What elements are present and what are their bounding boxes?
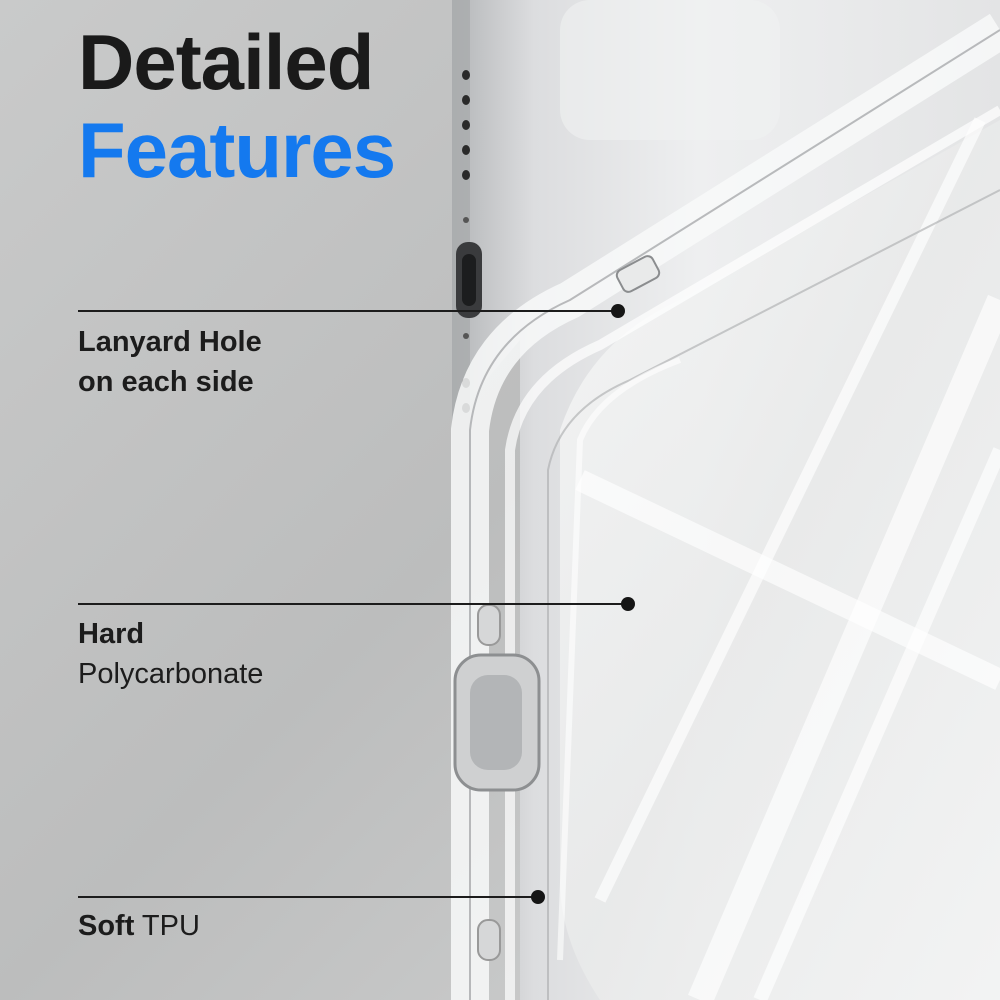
callout-hard-bold: Hard — [78, 618, 145, 650]
callout-line-hard — [78, 603, 628, 605]
callout-soft-bold: Soft — [78, 910, 135, 942]
lanyard-hole — [615, 255, 661, 293]
callout-lanyard-normal: on each side — [78, 366, 254, 398]
case-back-panel — [560, 120, 1000, 1000]
callout-label-hard: Hard Polycarbonate — [78, 614, 263, 694]
callout-line-lanyard — [78, 310, 618, 312]
headline: Detailed Features — [78, 18, 396, 194]
callout-soft-normal: TPU — [141, 910, 200, 942]
headline-line-1: Detailed — [78, 18, 374, 106]
callout-dot-soft — [531, 890, 545, 904]
callout-line-soft — [78, 896, 538, 898]
headline-line-2: Features — [78, 106, 396, 194]
callout-dot-hard — [621, 597, 635, 611]
callout-dot-lanyard — [611, 304, 625, 318]
case-reflections — [575, 117, 1000, 1000]
callout-label-lanyard: Lanyard Hole on each side — [78, 322, 262, 402]
callout-lanyard-bold: Lanyard Hole — [78, 326, 262, 358]
callout-label-soft: Soft TPU — [78, 906, 200, 946]
callout-hard-normal: Polycarbonate — [78, 658, 264, 690]
